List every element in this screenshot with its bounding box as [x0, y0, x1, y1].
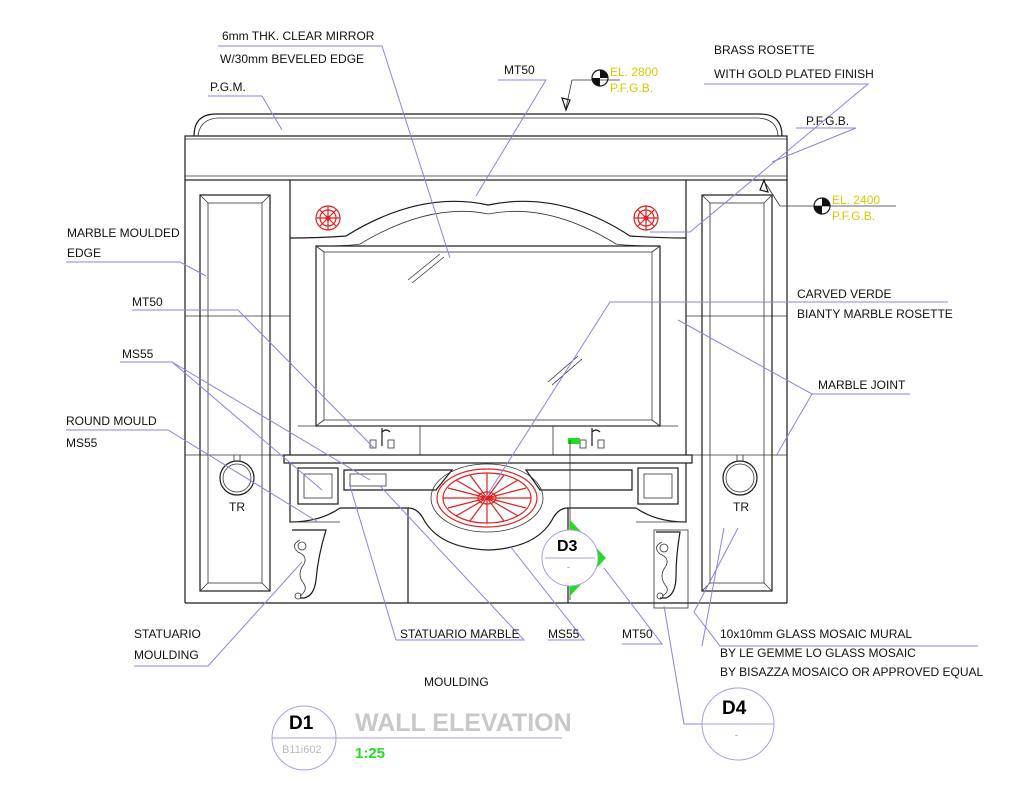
mirror-label-line2: W/30mm BEVELED EDGE — [220, 52, 364, 66]
corbel-left — [292, 529, 327, 600]
round-mould-label-line2: MS55 — [66, 436, 98, 450]
vanity — [283, 425, 693, 603]
pilaster-left: TR — [199, 194, 271, 592]
faucet-left — [369, 428, 395, 449]
mt50-bottom-label: MT50 — [622, 627, 653, 641]
faucet-right — [568, 428, 605, 449]
pgm-label: P.G.M. — [210, 80, 246, 94]
wall-body — [184, 180, 788, 604]
drawing-scale: 1:25 — [355, 745, 385, 762]
statuario-moulding-label-line1: STATUARIO — [134, 627, 201, 641]
statuario-moulding-label-line2: MOULDING — [134, 648, 199, 662]
tr-left-label: TR — [229, 500, 245, 514]
statuario-marble-label: STATUARIO MARBLE — [400, 627, 520, 641]
mosaic-label-line1: 10x10mm GLASS MOSAIC MURAL — [720, 627, 912, 641]
section-callout-d3: D3 - — [541, 520, 606, 596]
drawing-ref: B11i602 — [282, 744, 322, 756]
brass-rosette-right — [633, 205, 659, 231]
detail-callout-d4: D4 - — [701, 687, 775, 761]
mosaic-label-line3: BY BISAZZA MOSAICO OR APPROVED EQUAL — [720, 665, 984, 679]
d3-sublabel: - — [567, 562, 570, 572]
marble-joint-label: MARBLE JOINT — [818, 378, 906, 392]
ms55-bottom-label: MS55 — [548, 627, 580, 641]
el-2400-text: EL. 2400 — [832, 193, 880, 207]
marble-moulded-label-line1: MARBLE MOULDED — [67, 226, 180, 240]
brass-rosette-label-line1: BRASS ROSETTE — [714, 43, 815, 57]
level-marker-2400: EL. 2400 P.F.G.B. — [759, 178, 896, 223]
moulding-label: MOULDING — [424, 675, 489, 689]
drawing-title: WALL ELEVATION — [355, 709, 572, 737]
mirror — [289, 200, 687, 427]
round-mould-label-line1: ROUND MOULD — [66, 414, 157, 428]
mosaic-label-line2: BY LE GEMME LO GLASS MOSAIC — [720, 646, 916, 660]
carved-rosette-label-line1: CARVED VERDE — [797, 287, 891, 301]
mt50-left-label: MT50 — [132, 295, 163, 309]
pfgb-2800-text: P.F.G.B. — [610, 81, 653, 95]
pilaster-right: TR — [701, 194, 773, 592]
drawing-id: D1 — [289, 713, 314, 734]
cornice — [184, 113, 788, 181]
mt50-top-label: MT50 — [504, 63, 535, 77]
corbel-right — [653, 529, 689, 609]
brass-rosette-left — [315, 205, 341, 231]
level-marker-2800: EL. 2800 P.F.G.B. — [561, 65, 658, 112]
ms55-left-label: MS55 — [122, 347, 154, 361]
verde-rosette — [430, 463, 544, 533]
d4-sublabel: - — [735, 730, 738, 740]
el-2800-text: EL. 2800 — [610, 65, 658, 79]
brass-rosette-label-line2: WITH GOLD PLATED FINISH — [714, 67, 874, 81]
d4-label: D4 — [722, 698, 747, 719]
tr-right-label: TR — [733, 500, 749, 514]
mirror-label-line1: 6mm THK. CLEAR MIRROR — [222, 29, 375, 43]
carved-rosette-label-line2: BIANTY MARBLE ROSETTE — [797, 307, 953, 321]
title-block: D1 B11i602 WALL ELEVATION 1:25 — [271, 705, 572, 771]
marble-moulded-label-line2: EDGE — [67, 246, 101, 260]
annotations: 6mm THK. CLEAR MIRROR W/30mm BEVELED EDG… — [66, 29, 984, 689]
d3-label: D3 — [557, 538, 578, 555]
pfgb-2400-text: P.F.G.B. — [832, 209, 875, 223]
leader-lines — [66, 45, 978, 725]
pfgb-label: P.F.G.B. — [806, 114, 849, 128]
